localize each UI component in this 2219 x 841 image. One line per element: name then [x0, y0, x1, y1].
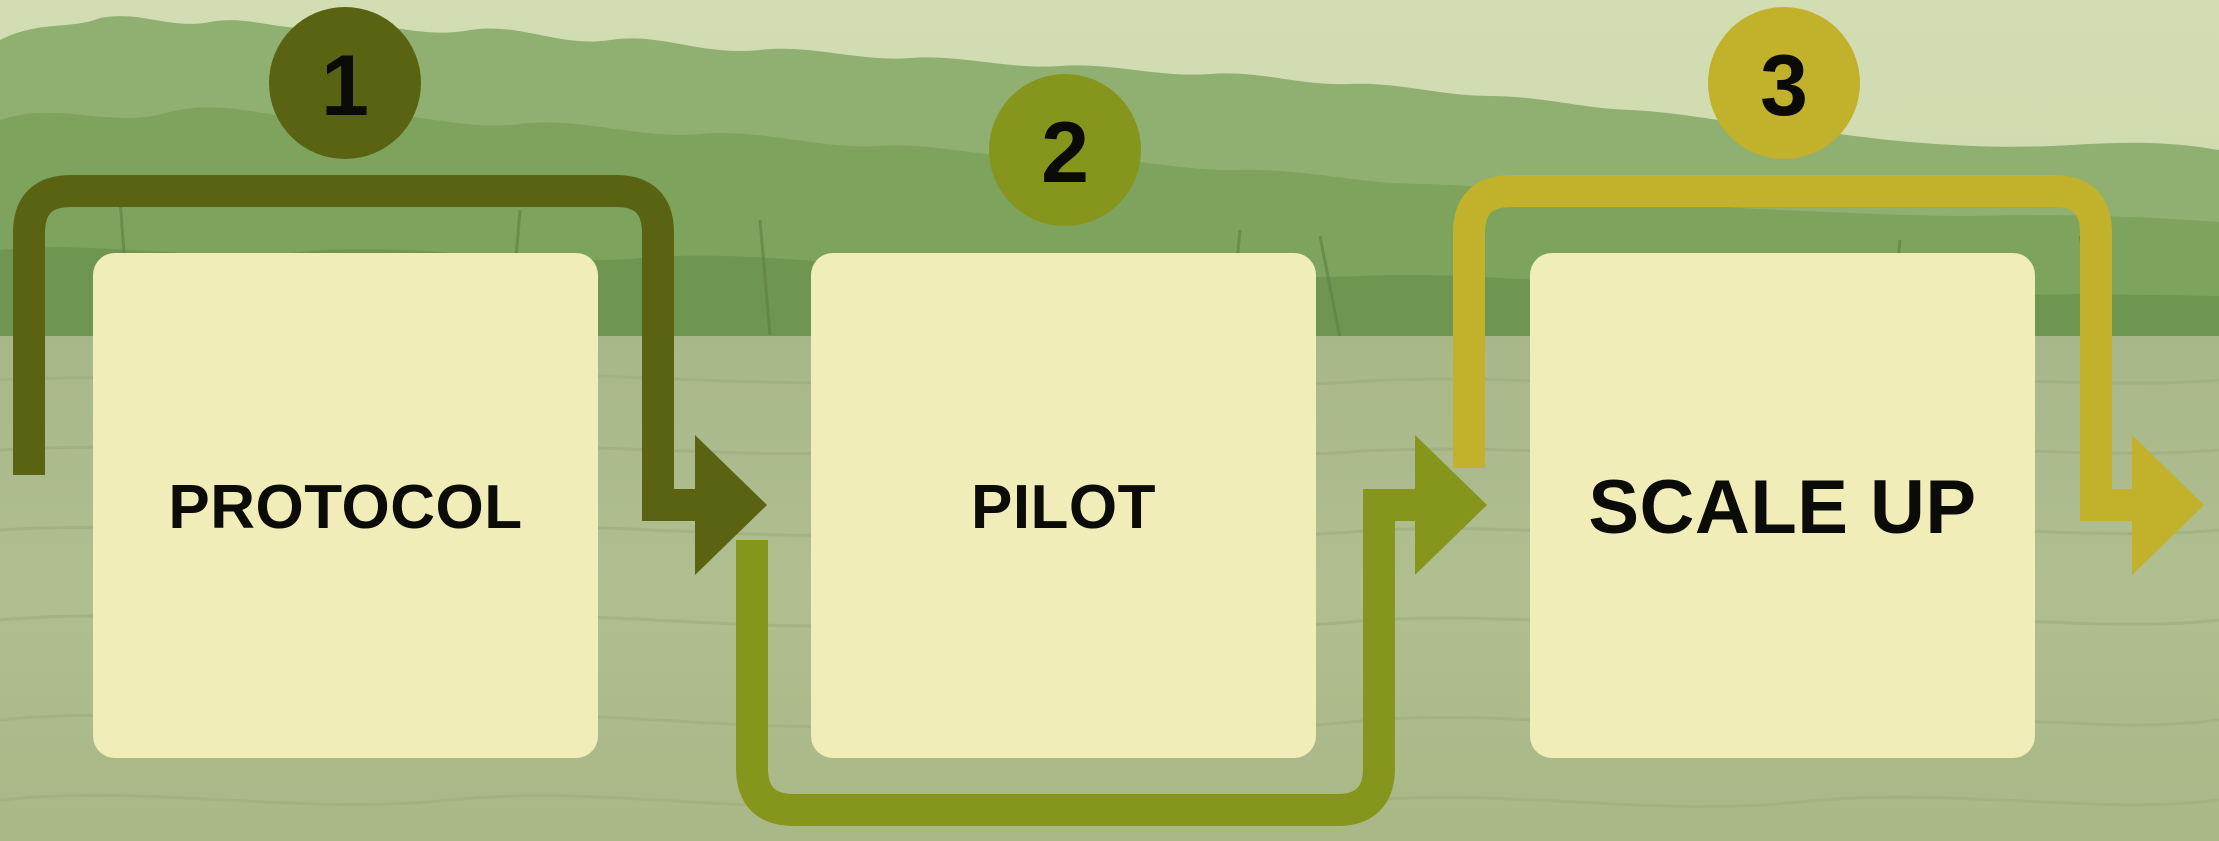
step-number-2: 2 — [989, 74, 1141, 226]
arrow-step-1 — [13, 175, 700, 521]
step-box-pilot: PILOT — [811, 253, 1316, 758]
step-label-protocol: PROTOCOL — [168, 473, 523, 542]
step-number-3-text: 3 — [1760, 37, 1808, 134]
step-box-protocol: PROTOCOL — [93, 253, 598, 758]
arrow-step-2 — [736, 489, 1420, 826]
step-box-scale-up: SCALE UP — [1530, 253, 2035, 758]
step-number-2-text: 2 — [1041, 104, 1089, 201]
arrow-step-1-head — [695, 435, 767, 575]
step-number-1: 1 — [269, 7, 421, 159]
arrow-step-3 — [1453, 175, 2137, 521]
step-label-pilot: PILOT — [970, 473, 1157, 542]
step-number-3: 3 — [1708, 7, 1860, 159]
arrow-step-3-head — [2132, 435, 2204, 575]
arrow-step-2-head — [1415, 435, 1487, 575]
step-number-1-text: 1 — [321, 37, 369, 134]
step-label-scale-up: SCALE UP — [1588, 465, 1977, 550]
